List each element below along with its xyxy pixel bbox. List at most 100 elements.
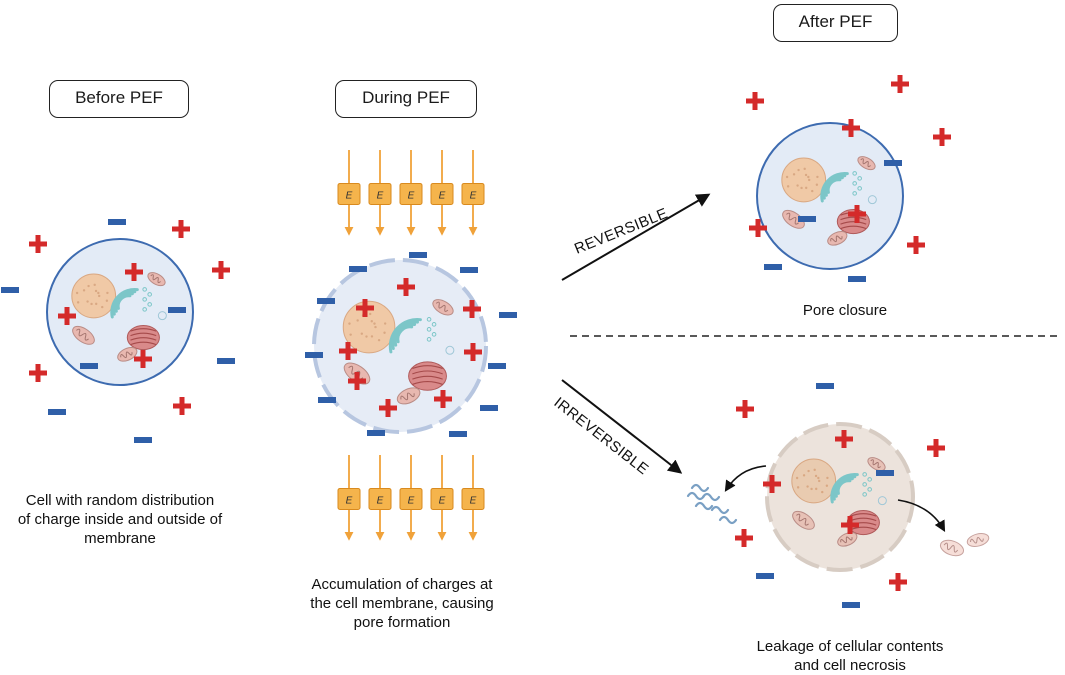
- field-marker-label: E: [439, 495, 446, 506]
- positive-charge: [889, 573, 907, 591]
- negative-charge: [80, 363, 98, 369]
- negative-charge: [48, 409, 66, 415]
- negative-charge: [449, 431, 467, 437]
- field-marker-label: E: [346, 190, 353, 201]
- negative-charge: [305, 352, 323, 358]
- before-caption-line-1: Cell with random distribution: [25, 492, 215, 509]
- positive-charge: [212, 261, 230, 279]
- field-box: [337, 487, 361, 510]
- field-box: [399, 487, 423, 510]
- nucleus: [781, 157, 827, 203]
- leaked-debris: [718, 515, 738, 525]
- negative-charge: [217, 358, 235, 364]
- golgi-cisterna: [110, 288, 139, 319]
- field-box: [368, 182, 392, 205]
- field-marker-label: E: [377, 495, 384, 506]
- mitochondrion: [827, 231, 848, 246]
- mitochondrion: [939, 539, 965, 557]
- negative-charge: [367, 430, 385, 436]
- positive-charge: [464, 343, 482, 361]
- field-box: [368, 487, 392, 510]
- golgi-cisterna: [396, 325, 414, 344]
- positive-charge: [172, 220, 190, 238]
- reversible-caption-line-1: Pore closure: [802, 302, 888, 319]
- nucleus: [342, 300, 396, 354]
- negative-charge: [488, 363, 506, 369]
- during-caption: Accumulation of charges at the cell memb…: [290, 575, 514, 632]
- reversible-arrow: [561, 193, 711, 281]
- negative-charge: [108, 219, 126, 225]
- positive-charge: [842, 119, 860, 137]
- during-caption-line-3: pore formation: [353, 614, 451, 631]
- field-marker-label: E: [408, 495, 415, 506]
- field-marker-label: E: [346, 495, 353, 506]
- leaked-contents: [686, 465, 990, 557]
- irreversible-arrow: [561, 379, 683, 474]
- leaked-debris: [710, 505, 730, 515]
- golgi-cisterna: [830, 473, 859, 504]
- leaked-debris: [694, 501, 714, 511]
- before-caption-line-2: of charge inside and outside of: [17, 511, 223, 528]
- negative-charge: [168, 307, 186, 313]
- golgi-cisterna: [820, 172, 849, 203]
- reversible-caption: Pore closure: [760, 301, 930, 320]
- during-caption-line-1: Accumulation of charges at: [311, 576, 493, 593]
- negative-charge: [318, 397, 336, 403]
- negative-charge: [884, 160, 902, 166]
- mitochondrion: [837, 532, 858, 547]
- positive-charge: [58, 307, 76, 325]
- golgi-cisterna: [388, 318, 422, 354]
- cell-before-pef: [46, 238, 194, 386]
- positive-charge: [848, 205, 866, 223]
- mitochondrion: [117, 347, 138, 362]
- positive-charge: [927, 439, 945, 457]
- field-marker-label: E: [377, 190, 384, 201]
- positive-charge: [463, 300, 481, 318]
- mitochondrion: [147, 272, 166, 287]
- negative-charge: [460, 267, 478, 273]
- leaked-debris: [701, 492, 721, 502]
- negative-charge: [798, 216, 816, 222]
- field-box: [461, 487, 485, 510]
- positive-charge: [891, 75, 909, 93]
- positive-charge: [29, 364, 47, 382]
- positive-charge: [134, 350, 152, 368]
- negative-charge: [134, 437, 152, 443]
- negative-charge: [756, 573, 774, 579]
- field-marker-label: E: [408, 190, 415, 201]
- leaked-debris: [690, 483, 710, 493]
- positive-charge: [29, 235, 47, 253]
- positive-charge: [397, 278, 415, 296]
- leakage-arrow-left: [724, 465, 767, 492]
- positive-charge: [841, 516, 859, 534]
- cell-membrane: [756, 122, 904, 270]
- field-box: [337, 182, 361, 205]
- golgi-cisterna: [393, 322, 417, 347]
- positive-charge: [348, 372, 366, 390]
- negative-charge: [848, 276, 866, 282]
- during-pef-label: During PEF: [335, 80, 477, 118]
- positive-charge: [907, 236, 925, 254]
- negative-charge: [349, 266, 367, 272]
- positive-charge: [379, 399, 397, 417]
- cell-after-irreversible: [765, 422, 915, 572]
- field-box: [430, 487, 454, 510]
- golgi-cisterna: [391, 320, 420, 351]
- before-caption-line-3: membrane: [84, 530, 156, 547]
- porous-membrane: [765, 422, 915, 572]
- positive-charge: [835, 430, 853, 448]
- during-caption-line-2: the cell membrane, causing: [310, 595, 494, 612]
- before-pef-label: Before PEF: [49, 80, 189, 118]
- after-pef-label: After PEF: [773, 4, 898, 42]
- before-caption: Cell with random distribution of charge …: [0, 491, 240, 548]
- field-box: [461, 182, 485, 205]
- positive-charge: [173, 397, 191, 415]
- negative-charge: [409, 252, 427, 258]
- positive-charge: [736, 400, 754, 418]
- positive-charge: [763, 475, 781, 493]
- irreversible-caption-line-1: Leakage of cellular contents: [756, 638, 944, 655]
- mitochondrion: [792, 510, 815, 530]
- negative-charge: [842, 602, 860, 608]
